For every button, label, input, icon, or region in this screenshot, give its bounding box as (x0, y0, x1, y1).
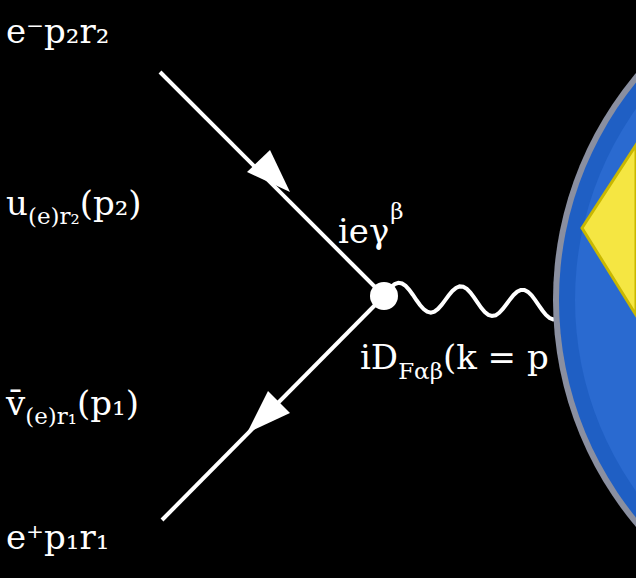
vertex-dot (370, 282, 398, 310)
electron-line (160, 72, 384, 296)
spinor-momentum: (p₂) (80, 186, 142, 220)
planet-inner (575, 0, 636, 578)
particle-label: e⁺p₁r₁ (6, 520, 109, 554)
spinor-index: (e)r₁ (25, 405, 77, 428)
yellow-shape (582, 145, 636, 315)
vertex-index: β (390, 200, 403, 223)
spinor-momentum: (p₁) (77, 386, 139, 420)
propagator-label: iD (360, 340, 398, 374)
planet-rim (553, 0, 636, 578)
vertex-factor: ieγ (338, 214, 389, 248)
planet-disk (559, 0, 636, 578)
spinor-index: (e)r₂ (28, 205, 80, 228)
spinor-label: u (6, 186, 28, 220)
arrow-head (247, 391, 290, 433)
propagator-argument: (k = p (443, 340, 549, 374)
positron-line (162, 296, 384, 520)
arrow-head (247, 150, 290, 192)
propagator-index: Fαβ (398, 360, 443, 383)
spinor-label: v̄ (6, 386, 25, 420)
particle-label: e⁻p₂r₂ (6, 14, 109, 48)
